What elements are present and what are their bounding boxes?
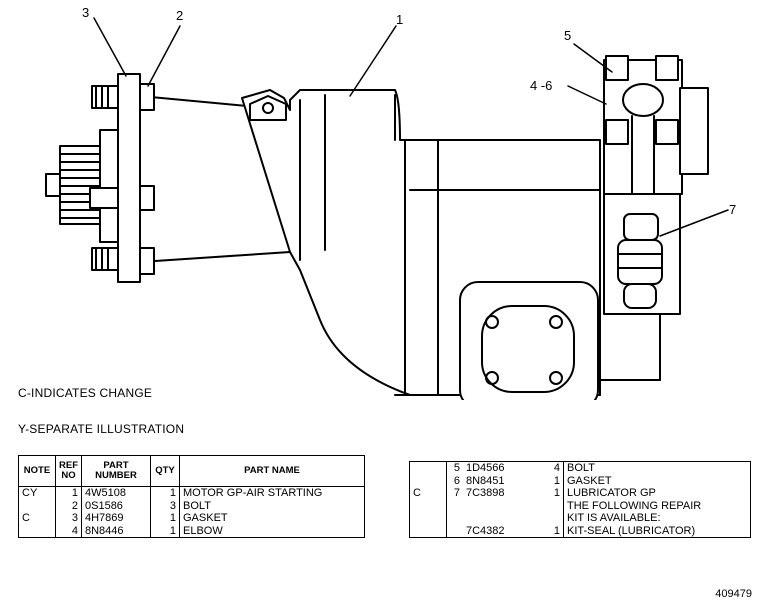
change-indicator-note: C-INDICATES CHANGE xyxy=(18,386,153,400)
callout-7: 7 xyxy=(729,202,737,217)
table-row: 2 0S1586 3 BOLT xyxy=(19,499,365,513)
row-ref xyxy=(446,524,463,538)
table-row: C 7 7C3898 1 LUBRICATOR GP xyxy=(410,487,751,500)
row-ref: 7 xyxy=(446,487,463,500)
table-row: 4 8N8446 1 ELBOW xyxy=(19,524,365,538)
row-part-name: THE FOLLOWING REPAIR xyxy=(563,499,751,512)
table-row: 5 1D4566 4 BOLT xyxy=(410,461,751,475)
row-note xyxy=(19,525,56,538)
row-ref: 2 xyxy=(55,499,82,512)
row-qty xyxy=(543,512,564,525)
row-note xyxy=(410,512,447,525)
lubricator xyxy=(617,213,663,309)
row-note xyxy=(410,500,447,513)
mounting-flange xyxy=(89,73,291,283)
row-ref xyxy=(446,499,463,512)
callout-2: 2 xyxy=(176,8,184,23)
header-qty: QTY xyxy=(150,455,180,487)
row-ref: 1 xyxy=(55,486,82,500)
header-ref-no: REF NO xyxy=(55,455,82,487)
row-part-name: GASKET xyxy=(563,474,751,487)
row-ref: 6 xyxy=(446,474,463,487)
inlet-port-flange xyxy=(459,281,599,400)
callout-4-6: 4 -6 xyxy=(530,78,553,93)
table-row: CY 1 4W5108 1 MOTOR GP-AIR STARTING xyxy=(19,486,365,500)
row-qty: 4 xyxy=(553,462,560,474)
row-qty xyxy=(543,500,564,513)
row-part-name: MOTOR GP-AIR STARTING xyxy=(179,486,365,500)
row-qty: 1 xyxy=(150,524,180,538)
callout-5: 5 xyxy=(564,28,572,43)
separate-illustration-note: Y-SEPARATE ILLUSTRATION xyxy=(18,422,185,436)
row-part-number: 7C3898 xyxy=(466,487,505,499)
table-row: 6 8N8451 1 GASKET xyxy=(410,474,751,488)
row-qty: 1 xyxy=(150,512,180,525)
row-part-number: 4W5108 xyxy=(81,486,151,500)
row-ref xyxy=(446,512,463,525)
row-qty: 1 xyxy=(553,474,560,487)
table-header-row: NOTE REF NO PART NUMBER QTY PART NAME xyxy=(18,455,365,487)
row-part-name: BOLT xyxy=(563,461,751,475)
row-part-number xyxy=(463,500,543,513)
row-part-name: KIT-SEAL (LUBRICATOR) xyxy=(563,524,751,538)
row-qty: 3 xyxy=(150,499,180,512)
row-ref: 3 xyxy=(55,512,82,525)
parts-table-left: NOTE REF NO PART NUMBER QTY PART NAME CY… xyxy=(18,455,365,538)
figure-number: 409479 xyxy=(715,588,752,600)
table-row: THE FOLLOWING REPAIR xyxy=(410,499,751,513)
row-part-name: LUBRICATOR GP xyxy=(563,487,751,500)
row-part-number xyxy=(463,512,543,525)
table-row: 7C4382 1 KIT-SEAL (LUBRICATOR) xyxy=(410,524,751,538)
row-qty: 1 xyxy=(553,487,560,499)
row-part-name: GASKET xyxy=(179,512,365,525)
row-ref: 5 xyxy=(446,461,463,475)
row-part-number: 8N8446 xyxy=(81,524,151,538)
callout-3: 3 xyxy=(82,5,90,20)
row-part-number: 0S1586 xyxy=(81,499,151,512)
row-note xyxy=(410,462,447,475)
header-part-number: PART NUMBER xyxy=(81,455,151,487)
row-note xyxy=(410,475,447,488)
row-part-number: 1D4566 xyxy=(466,462,505,474)
row-qty: 1 xyxy=(150,486,180,500)
row-part-name: BOLT xyxy=(179,499,365,512)
leader-lines xyxy=(93,17,729,237)
table-row: C 3 4H7869 1 GASKET xyxy=(19,512,365,525)
air-starting-motor-illustration xyxy=(45,17,729,400)
row-note xyxy=(410,525,447,538)
header-part-name: PART NAME xyxy=(179,455,365,487)
row-part-number: 8N8451 xyxy=(466,474,505,487)
pinion-gear xyxy=(45,129,121,243)
row-part-number: 7C4382 xyxy=(466,524,505,537)
table-row: KIT IS AVAILABLE: xyxy=(410,512,751,525)
row-part-number: 4H7869 xyxy=(81,512,151,525)
callout-1: 1 xyxy=(396,12,404,27)
row-ref: 4 xyxy=(55,524,82,538)
row-note: CY xyxy=(22,487,38,499)
row-note xyxy=(19,500,56,513)
header-note: NOTE xyxy=(18,455,56,487)
row-qty: 1 xyxy=(553,524,560,537)
row-part-name: ELBOW xyxy=(179,524,365,538)
row-part-name: KIT IS AVAILABLE: xyxy=(563,512,751,525)
parts-table-right: 5 1D4566 4 BOLT 6 8N8451 1 GASKET C 7 7C… xyxy=(409,461,751,538)
row-note: C xyxy=(22,512,30,524)
row-note: C xyxy=(413,487,421,499)
